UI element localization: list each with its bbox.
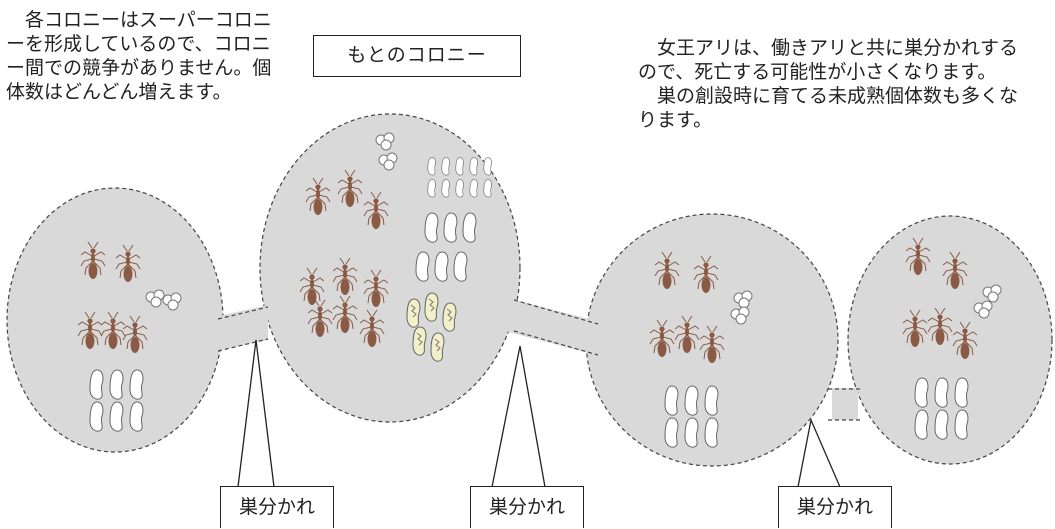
description-right: 女王アリは、働きアリと共に巣分かれするので、死亡する可能性が小さくなります。 巣…: [638, 36, 1018, 132]
split-label-3: 巣分かれ: [778, 486, 892, 528]
colony-original: [259, 113, 521, 423]
split-label-2: 巣分かれ: [470, 486, 584, 528]
split-label-1: 巣分かれ: [220, 486, 334, 528]
original-colony-label: もとのコロニー: [313, 35, 521, 77]
description-left: 各コロニーはスーパーコロニーを形成しているので、コロニー間での競争がありません。…: [6, 8, 288, 104]
description-right-para-2: 巣の創設時に育てる未成熟個体数も多くなります。: [638, 85, 1019, 131]
description-left-para: 各コロニーはスーパーコロニーを形成しているので、コロニー間での競争がありません。…: [6, 9, 272, 103]
description-right-para-1: 女王アリは、働きアリと共に巣分かれするので、死亡する可能性が小さくなります。: [638, 37, 1019, 83]
colony-right-2: [847, 215, 1053, 465]
